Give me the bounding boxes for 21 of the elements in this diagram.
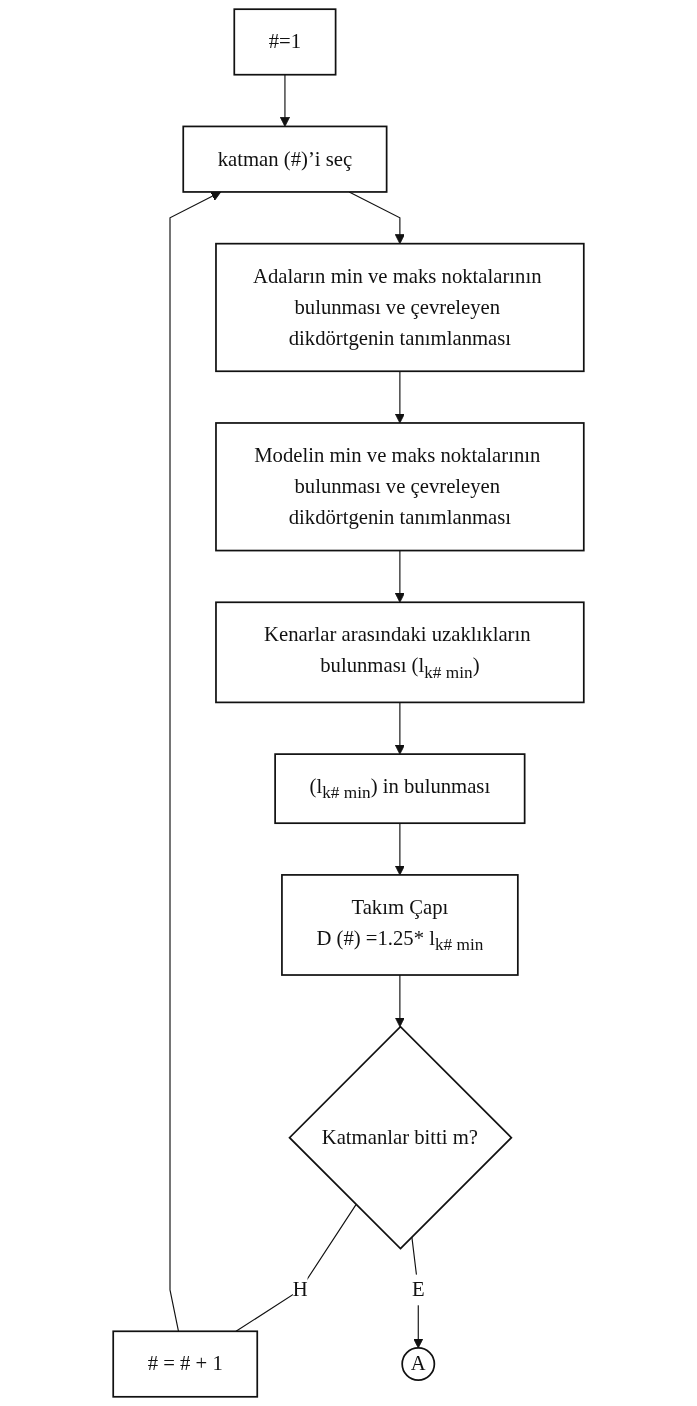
arrow — [394, 974, 405, 1028]
node-diamond: Katmanlar bitti m? — [288, 1025, 513, 1250]
node-box: # = # + 1 — [112, 1330, 259, 1398]
arrow — [394, 701, 405, 755]
connector — [235, 1204, 357, 1332]
node-box: Adaların min ve maks noktalarının bulunması ve çevreleyen dikdörtgenin tanımlanması — [215, 242, 585, 373]
arrow — [279, 74, 290, 127]
arrow — [169, 191, 222, 1332]
edge-label: H — [292, 1277, 308, 1301]
node-box: katman (#)’i seç — [182, 125, 388, 193]
arrow — [394, 822, 405, 876]
node-box: Takım Çapı D (#) =1.25* l$_{k# min}$ — [281, 874, 519, 976]
node-box: Kenarlar arasındaki uzaklıkların bulunması (l$_{k# min}$) — [215, 601, 585, 704]
edge-label: E — [411, 1277, 425, 1301]
node-circle: A — [401, 1347, 436, 1381]
arrow — [394, 550, 405, 603]
node-box: (l$_{k# min}$) in bulunması — [274, 753, 526, 825]
node-box: #=1 — [233, 8, 337, 76]
arrow — [348, 191, 405, 245]
arrow — [394, 370, 405, 424]
node-box: Modelin min ve maks noktalarının bulunması ve çevreleyen dikdörtgenin tanımlanması — [215, 422, 585, 552]
